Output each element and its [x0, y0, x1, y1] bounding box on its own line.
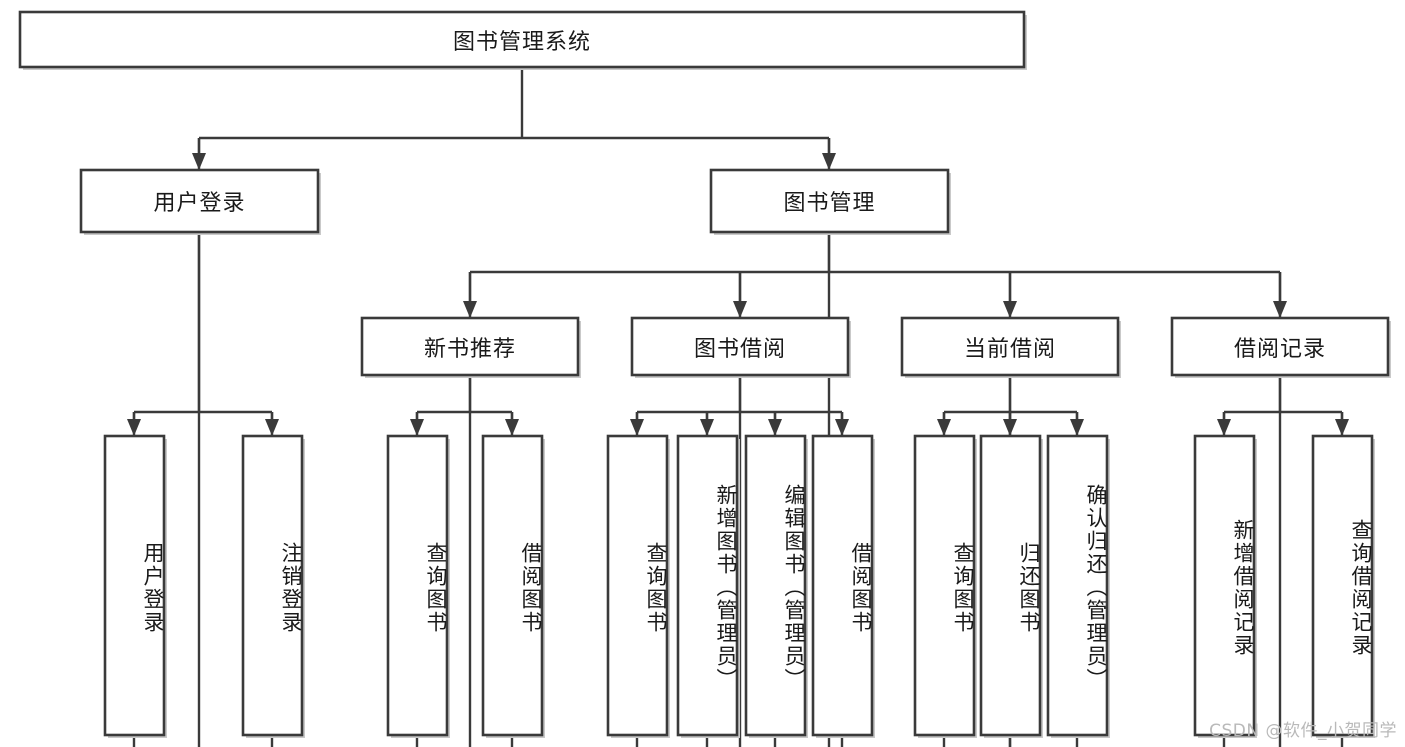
- node-leaf-10[interactable]: [1046, 434, 1110, 738]
- node-leaf-12[interactable]: [1311, 434, 1375, 738]
- node-box-layer: [18, 10, 1391, 738]
- node-level3-3[interactable]: [1170, 316, 1391, 378]
- connector-current-to-leaves: [937, 375, 1084, 747]
- connector-borrow-to-leaves: [630, 375, 849, 747]
- node-level3-2[interactable]: [900, 316, 1121, 378]
- node-leaf-1[interactable]: [241, 434, 305, 738]
- node-leaf-8[interactable]: [913, 434, 977, 738]
- node-level2-1[interactable]: [709, 168, 951, 235]
- node-leaf-11[interactable]: [1193, 434, 1257, 738]
- node-leaf-9[interactable]: [979, 434, 1043, 738]
- node-leaf-4[interactable]: [606, 434, 670, 738]
- node-leaf-2[interactable]: [386, 434, 450, 738]
- node-level3-0[interactable]: [360, 316, 581, 378]
- node-leaf-7[interactable]: [811, 434, 875, 738]
- node-level3-1[interactable]: [630, 316, 851, 378]
- connector-userlogin-to-leaves: [127, 232, 279, 747]
- connector-newbook-to-leaves: [410, 375, 519, 747]
- connector-record-to-leaves: [1217, 375, 1349, 747]
- node-leaf-0[interactable]: [103, 434, 167, 738]
- node-leaf-3[interactable]: [481, 434, 545, 738]
- node-leaf-6[interactable]: [744, 434, 808, 738]
- node-root[interactable]: [18, 10, 1027, 70]
- node-level2-0[interactable]: [79, 168, 321, 235]
- node-leaf-5[interactable]: [676, 434, 740, 738]
